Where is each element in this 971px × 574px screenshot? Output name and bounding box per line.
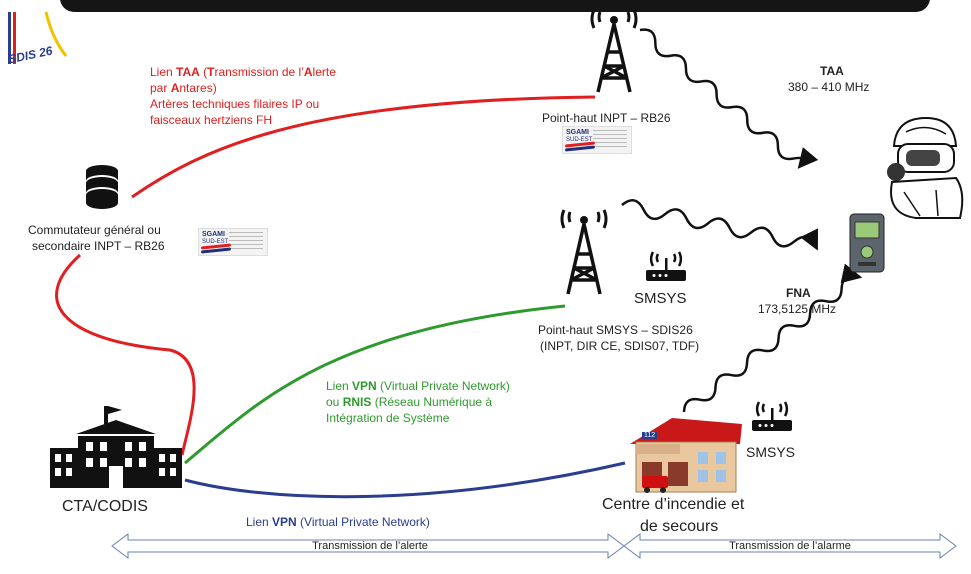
top-banner: [60, 0, 930, 12]
commutateur-cta-line: [55, 253, 196, 456]
taa-link-text-line4: faisceaux hertziens FH: [150, 113, 273, 127]
logo-graphic: [8, 11, 68, 64]
commutateur-label-line2: secondaire INPT – RB26: [32, 239, 165, 253]
sgami-logo-commutateur: SGAMI SUD-EST: [198, 228, 268, 256]
taa-wave: [639, 28, 819, 169]
point-haut-smsys-label-line2: (INPT, DIR CE, SDIS07, TDF): [540, 339, 700, 353]
sdis-logo: SDIS 26: [6, 8, 70, 70]
fna-frequency-name: FNA: [786, 286, 811, 300]
commutateur-label-line1: Commutateur général ou: [28, 223, 161, 237]
taa-link-text-line2: par Antares): [150, 81, 217, 95]
fna-wave: [682, 263, 863, 413]
alerte-arrow-label: Transmission de l’alerte: [312, 540, 428, 552]
centre-label-line2: de secours: [640, 518, 719, 535]
fna-frequency-value: 173,5125 MHz: [758, 302, 837, 316]
vpn-rnis-text-line2: ou RNIS (Réseau Numérique à: [326, 395, 493, 409]
point-haut-smsys-label-line1: Point-haut SMSYS – SDIS26: [538, 323, 693, 337]
vpn-rnis-text-line3: Intégration de Système: [326, 411, 450, 425]
alarme-arrow-label: Transmission de l’alarme: [729, 540, 851, 552]
alarme-double-arrow: [623, 533, 957, 559]
taa-frequency-value: 380 – 410 MHz: [788, 80, 870, 94]
taa-link-text-line3: Artères techniques filaires IP ou: [150, 97, 320, 111]
taa-link-text-line1: Lien TAA (Transmission de l’Alerte: [150, 65, 336, 79]
smsys-mid-label: SMSYS: [634, 290, 687, 307]
sgami-logo-inpt: SGAMI SUD-EST: [562, 126, 632, 154]
vpn-bottom-text: Lien VPN (Virtual Private Network): [246, 515, 430, 529]
taa-frequency-name: TAA: [820, 64, 844, 78]
vpn-bottom-line: [184, 461, 626, 499]
vpn-rnis-line: [184, 304, 566, 465]
taa-link-line: [131, 95, 596, 199]
point-haut-inpt-label: Point-haut INPT – RB26: [542, 111, 671, 125]
mid-wave: [621, 199, 819, 251]
building-number: 112: [642, 432, 658, 439]
cta-codis-label: CTA/CODIS: [62, 498, 148, 515]
centre-label-line1: Centre d’incendie et: [602, 496, 745, 513]
smsys-right-label: SMSYS: [746, 444, 796, 460]
vpn-rnis-text-line1: Lien VPN (Virtual Private Network): [326, 379, 510, 393]
